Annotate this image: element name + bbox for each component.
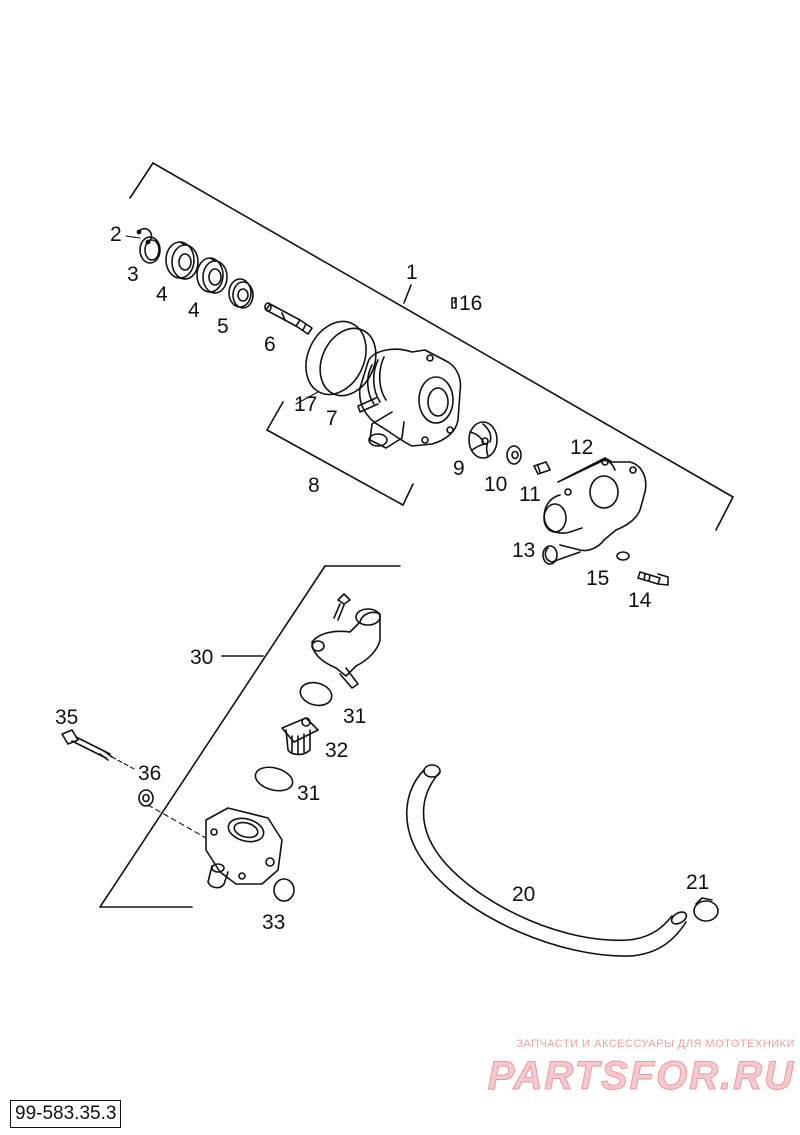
o-ring-part-17 [305, 320, 367, 396]
hose-clamp-part-21 [693, 897, 719, 922]
callout-35: 35 [55, 706, 79, 729]
o-ring-part-31a [299, 681, 333, 707]
callout-31a: 31 [343, 705, 367, 728]
o-ring-part-7 [319, 327, 377, 397]
pump-shaft-part-6 [264, 302, 313, 335]
pump-housing-part-8 [357, 348, 462, 449]
callout-4a: 4 [156, 283, 168, 306]
bearing-part-4b [196, 257, 228, 294]
o-ring-part-33 [273, 878, 295, 902]
callout-7: 7 [326, 407, 338, 430]
cover-screw-part-14 [637, 571, 669, 586]
callout-36: 36 [138, 762, 162, 785]
callout-8: 8 [308, 474, 320, 497]
bearing-part-4a [165, 241, 199, 280]
callout-33: 33 [262, 911, 286, 934]
cover-gasket-part-12 [557, 459, 616, 483]
callout-2: 2 [110, 223, 122, 246]
impeller-part-9 [468, 421, 498, 459]
shaft-seal-part-5 [228, 278, 254, 309]
bracket-thermostat-30 [99, 565, 401, 908]
thermostat-part-32 [281, 717, 319, 756]
callout-6: 6 [264, 333, 276, 356]
callout-3: 3 [127, 263, 139, 286]
bracket-assembly-1 [129, 162, 734, 531]
callout-21: 21 [686, 871, 710, 894]
o-ring-part-31b [254, 766, 294, 792]
callout-5: 5 [217, 315, 229, 338]
callout-1: 1 [406, 261, 418, 284]
washer-part-10 [506, 445, 522, 465]
pump-cover-part-13 [542, 457, 647, 565]
callout-20: 20 [512, 883, 536, 906]
dowel-pin-part-16 [451, 297, 457, 309]
callout-10: 10 [484, 473, 508, 496]
callout-9: 9 [453, 457, 465, 480]
callout-31b: 31 [297, 782, 321, 805]
callout-14: 14 [628, 589, 652, 612]
coolant-hose-part-20 [405, 764, 688, 957]
callout-11: 11 [519, 483, 541, 506]
callout-13: 13 [512, 539, 536, 562]
watermark-tagline: ЗАПЧАСТИ И АКСЕССУАРЫ ДЛЯ МОТОТЕХНИКИ [516, 1038, 795, 1050]
callout-30: 30 [190, 646, 214, 669]
callout-4b: 4 [188, 299, 200, 322]
thermostat-screw [333, 593, 351, 621]
callout-15: 15 [586, 567, 610, 590]
seal-ring-part-3 [139, 236, 161, 264]
callout-32: 32 [325, 739, 349, 762]
callout-17: 17 [294, 393, 318, 416]
washer-part-36 [138, 789, 154, 807]
figure-id-label: 99-583.35.3 [10, 1100, 122, 1128]
screw-part-35 [61, 729, 113, 761]
bracket-housing-8 [266, 401, 414, 506]
thermostat-housing [205, 807, 283, 889]
circlip-part-2 [136, 227, 153, 245]
leader-lines [111, 235, 457, 839]
thermostat-cover-part-30 [311, 608, 381, 689]
callout-12: 12 [570, 436, 594, 459]
watermark-logo: PARTSFOR.RU [487, 1054, 795, 1099]
watermark: ЗАПЧАСТИ И АКСЕССУАРЫ ДЛЯ МОТОТЕХНИКИ PA… [485, 1038, 795, 1099]
callout-16: 16 [459, 292, 483, 315]
o-ring-part-15 [616, 551, 630, 561]
impeller-nut-part-11 [533, 461, 551, 475]
